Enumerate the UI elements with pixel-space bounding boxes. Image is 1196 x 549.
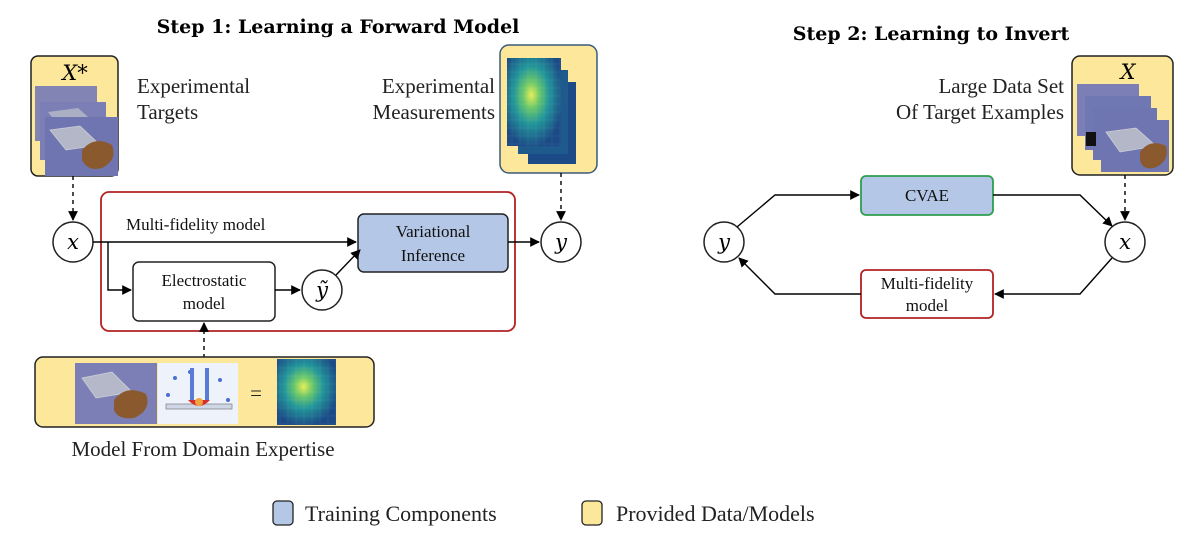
step1-arrows: [68, 173, 566, 358]
node-y-step2-label: y: [717, 230, 731, 254]
node-ytilde-label: ỹ: [315, 278, 329, 302]
dataset-label-line2: Of Target Examples: [896, 100, 1064, 124]
legend-provided-label: Provided Data/Models: [616, 501, 815, 526]
legend: Training Components Provided Data/Models: [272, 500, 815, 526]
node-x-step2: [1104, 221, 1146, 263]
experimental-targets-stack: [30, 55, 119, 177]
vi-label-line1: Variational: [396, 222, 471, 241]
node-x-step1-label: x: [67, 230, 79, 254]
legend-training-label: Training Components: [305, 501, 497, 526]
legend-provided-swatch: [581, 500, 603, 526]
targets-symbol: X*: [60, 61, 88, 85]
targets-label-line2: Targets: [137, 100, 198, 124]
measurements-label-line1: Experimental: [382, 74, 495, 98]
electrostatic-label-line2: model: [183, 294, 226, 313]
domain-equals-sign: =: [250, 381, 262, 405]
cvae-label: CVAE: [905, 186, 949, 205]
step1-title: Step 1: Learning a Forward Model: [157, 16, 520, 38]
electrostatic-label-line1: Electrostatic: [162, 271, 247, 290]
domain-expertise-panel: =: [34, 356, 375, 428]
target-image-3: [45, 117, 118, 176]
domain-label: Model From Domain Expertise: [71, 437, 334, 461]
node-y-step2: [703, 221, 745, 263]
variational-inference-box: [357, 213, 509, 273]
targets-label-line1: Experimental: [137, 74, 250, 98]
domain-target-image: [75, 363, 157, 424]
node-ytilde: [301, 269, 343, 311]
mf-label-line2: model: [906, 296, 949, 315]
step2-arrows: [736, 175, 1130, 299]
dataset-label-line1: Large Data Set: [938, 74, 1064, 98]
mf-label-line1: Multi-fidelity: [881, 274, 974, 293]
target-examples-stack: [1071, 55, 1174, 176]
multifidelity-label: Multi-fidelity model: [126, 215, 266, 234]
step2-title: Step 2: Learning to Invert: [793, 23, 1070, 45]
domain-heatmap-image: [277, 359, 336, 425]
domain-simulation-image: [158, 363, 238, 424]
electrostatic-model-box: [132, 261, 276, 322]
vi-label-line2: Inference: [401, 246, 465, 265]
experimental-measurements-stack: [499, 44, 598, 174]
node-x-step2-label: x: [1119, 230, 1131, 254]
multifidelity-model-frame: [100, 191, 516, 332]
dataset-symbol: X: [1119, 60, 1137, 84]
legend-training-swatch: [272, 500, 294, 526]
node-y-step1-label: y: [554, 230, 568, 254]
measurements-label-line2: Measurements: [373, 100, 495, 124]
node-y-step1: [540, 221, 582, 263]
